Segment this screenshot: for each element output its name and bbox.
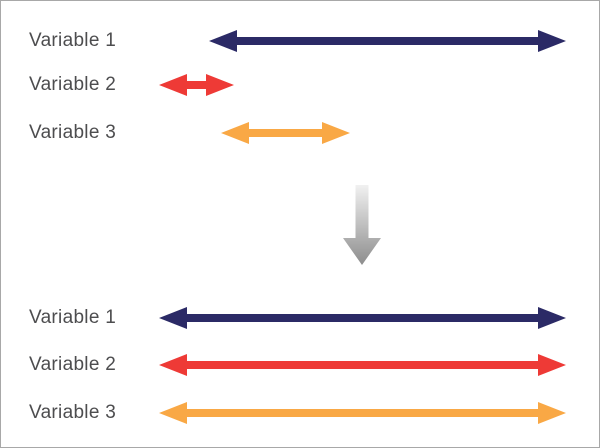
- arrow-left-head-icon: [221, 122, 249, 144]
- arrow-shaft: [236, 37, 539, 45]
- range-arrow: [159, 402, 566, 424]
- range-arrow: [209, 30, 566, 52]
- range-arrow: [221, 122, 350, 144]
- arrow-left-head-icon: [159, 74, 187, 96]
- arrow-left-head-icon: [209, 30, 237, 52]
- variable-label: Variable 3: [29, 122, 117, 143]
- variable-label: Variable 2: [29, 74, 117, 95]
- arrow-shaft: [248, 129, 323, 137]
- before-row-variable-2: Variable 2: [1, 72, 599, 98]
- range-arrow: [159, 307, 566, 329]
- arrow-shaft: [186, 314, 539, 322]
- arrow-right-head-icon: [538, 307, 566, 329]
- arrow-left-head-icon: [159, 402, 187, 424]
- after-row-variable-2: Variable 2: [1, 352, 599, 378]
- variable-label: Variable 1: [29, 307, 117, 328]
- transform-down-arrow-icon: [343, 185, 381, 265]
- after-row-variable-3: Variable 3: [1, 400, 599, 426]
- variable-label: Variable 2: [29, 354, 117, 375]
- range-arrow: [159, 354, 566, 376]
- before-row-variable-3: Variable 3: [1, 120, 599, 146]
- range-arrow: [159, 74, 234, 96]
- variable-label: Variable 3: [29, 402, 117, 423]
- arrow-left-head-icon: [159, 307, 187, 329]
- arrow-right-head-icon: [538, 30, 566, 52]
- arrow-right-head-icon: [206, 74, 234, 96]
- arrow-right-head-icon: [322, 122, 350, 144]
- before-row-variable-1: Variable 1: [1, 28, 599, 54]
- arrow-right-head-icon: [538, 354, 566, 376]
- arrow-shaft: [186, 361, 539, 369]
- arrow-shaft: [186, 409, 539, 417]
- arrow-shaft: [186, 81, 207, 89]
- arrow-left-head-icon: [159, 354, 187, 376]
- variable-label: Variable 1: [29, 30, 117, 51]
- after-row-variable-1: Variable 1: [1, 305, 599, 331]
- arrow-right-head-icon: [538, 402, 566, 424]
